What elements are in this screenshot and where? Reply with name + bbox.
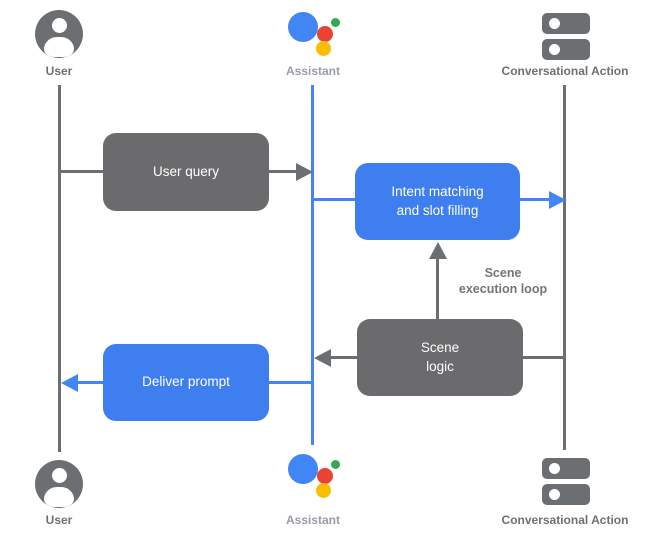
conversational-action-lifeline [563, 85, 566, 450]
assistant-yellow-dot [316, 483, 331, 498]
scene-logic-arrowhead [314, 349, 331, 367]
user-query-label: User query [152, 163, 220, 179]
google-assistant-icon-top [285, 10, 343, 58]
deliver-prompt-box: Deliver prompt [103, 344, 269, 421]
intent-matching-label-line2: and slot filling [396, 202, 479, 218]
assistant-red-dot [317, 26, 333, 42]
intent-matching-box: Intent matching and slot filling [355, 163, 520, 240]
assistant-green-dot [331, 18, 340, 27]
avatar-head-shape [51, 468, 67, 483]
user-query-arrowhead [296, 163, 313, 181]
google-assistant-icon-bottom [285, 452, 343, 500]
user-avatar-icon-top [35, 10, 83, 58]
server-stack-icon-top [542, 13, 590, 60]
user-label-bottom: User [45, 513, 73, 527]
assistant-yellow-dot [316, 41, 331, 56]
user-query-box: User query [103, 133, 269, 211]
assistant-blue-dot [288, 12, 318, 42]
conversational-action-label-top: Conversational Action [501, 64, 629, 78]
server-unit [542, 13, 590, 34]
server-unit [542, 458, 590, 479]
conversational-action-label-bottom: Conversational Action [501, 513, 629, 527]
assistant-red-dot [317, 468, 333, 484]
avatar-torso-shape [44, 487, 74, 507]
server-led-dot [549, 18, 560, 29]
assistant-green-dot [331, 460, 340, 469]
server-unit [542, 39, 590, 60]
scene-loop-arrowhead [429, 242, 447, 259]
deliver-prompt-arrowhead [61, 374, 78, 392]
avatar-torso-shape [44, 37, 74, 57]
scene-loop-flow-line [436, 256, 439, 319]
server-unit [542, 484, 590, 505]
scene-logic-label-line1: Scene [420, 339, 460, 355]
assistant-label-bottom: Assistant [285, 513, 341, 527]
server-led-dot [549, 44, 560, 55]
intent-matching-arrowhead [549, 191, 566, 209]
assistant-label-top: Assistant [285, 64, 341, 78]
scene-execution-loop-line2: execution loop [458, 281, 548, 296]
intent-matching-label-line1: Intent matching [391, 183, 484, 199]
assistant-blue-dot [288, 454, 318, 484]
assistant-lifeline [311, 85, 314, 445]
scene-execution-loop-label: Scene execution loop [442, 266, 564, 297]
server-led-dot [549, 463, 560, 474]
server-led-dot [549, 489, 560, 500]
server-stack-icon-bottom [542, 458, 590, 505]
avatar-head-shape [51, 18, 67, 33]
scene-execution-loop-line1: Scene [484, 266, 522, 280]
user-lifeline [58, 85, 61, 452]
user-label-top: User [45, 64, 73, 78]
scene-logic-label-line2: logic [426, 358, 454, 374]
scene-logic-box: Scene logic [357, 319, 523, 396]
deliver-prompt-label: Deliver prompt [142, 374, 230, 390]
user-avatar-icon-bottom [35, 460, 83, 508]
